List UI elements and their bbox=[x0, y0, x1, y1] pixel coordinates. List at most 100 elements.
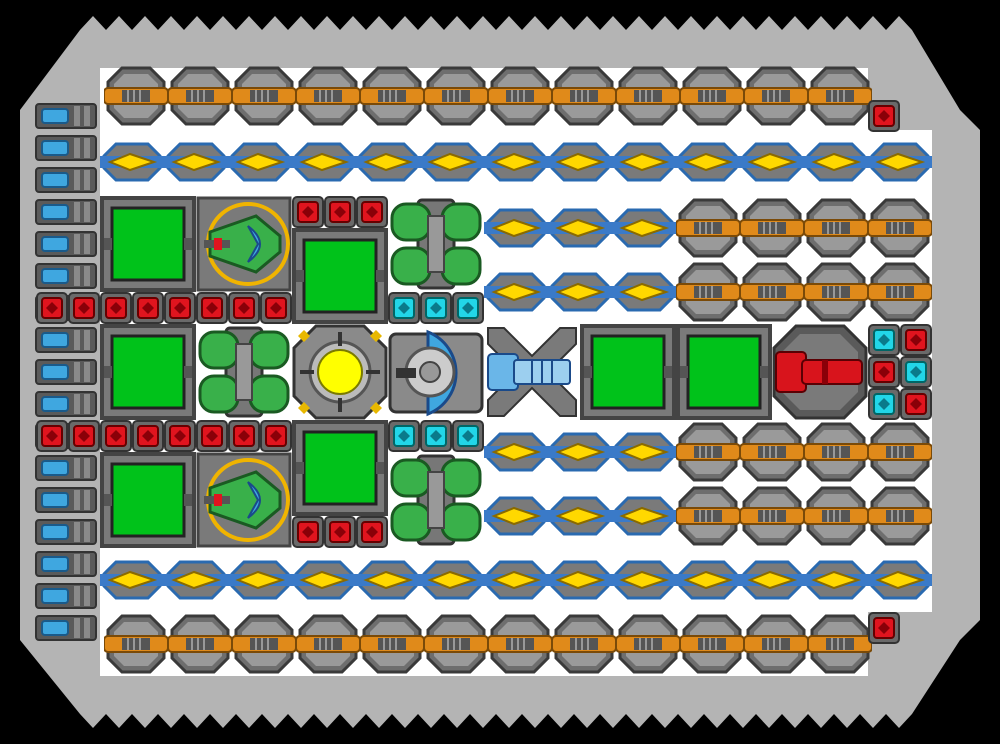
cannon-icon[interactable] bbox=[616, 612, 680, 676]
cannon-icon[interactable] bbox=[868, 196, 932, 260]
missile-icon[interactable] bbox=[548, 548, 612, 612]
missile-icon[interactable] bbox=[100, 130, 164, 194]
thruster-icon[interactable] bbox=[34, 484, 98, 516]
cargo-container-icon[interactable] bbox=[100, 324, 196, 420]
missile-icon[interactable] bbox=[164, 548, 228, 612]
missile-icon[interactable] bbox=[740, 130, 804, 194]
missile-icon[interactable] bbox=[740, 548, 804, 612]
red-power-cell-icon[interactable] bbox=[228, 420, 260, 452]
missile-icon[interactable] bbox=[804, 548, 868, 612]
red-power-cell-icon[interactable] bbox=[260, 292, 292, 324]
missile-icon[interactable] bbox=[612, 420, 676, 484]
cannon-icon[interactable] bbox=[868, 484, 932, 548]
red-power-cell-icon[interactable] bbox=[292, 196, 324, 228]
missile-icon[interactable] bbox=[676, 548, 740, 612]
missile-icon[interactable] bbox=[484, 484, 548, 548]
cannon-icon[interactable] bbox=[676, 260, 740, 324]
missile-icon[interactable] bbox=[292, 548, 356, 612]
red-power-cell-icon[interactable] bbox=[196, 420, 228, 452]
cannon-icon[interactable] bbox=[104, 612, 168, 676]
cannon-icon[interactable] bbox=[360, 612, 424, 676]
shield-generator-icon[interactable] bbox=[388, 324, 484, 420]
cannon-icon[interactable] bbox=[552, 64, 616, 128]
cyan-power-cell-icon[interactable] bbox=[452, 292, 484, 324]
missile-icon[interactable] bbox=[676, 130, 740, 194]
cannon-icon[interactable] bbox=[424, 612, 488, 676]
missile-icon[interactable] bbox=[164, 130, 228, 194]
cannon-icon[interactable] bbox=[744, 612, 808, 676]
missile-icon[interactable] bbox=[420, 548, 484, 612]
cyan-power-cell-icon[interactable] bbox=[868, 324, 900, 356]
cyan-power-cell-icon[interactable] bbox=[388, 420, 420, 452]
cannon-icon[interactable] bbox=[804, 196, 868, 260]
missile-icon[interactable] bbox=[548, 420, 612, 484]
cannon-icon[interactable] bbox=[868, 420, 932, 484]
missile-icon[interactable] bbox=[356, 130, 420, 194]
red-power-cell-icon[interactable] bbox=[100, 292, 132, 324]
ion-beam-icon[interactable] bbox=[484, 324, 580, 420]
red-power-cell-icon[interactable] bbox=[260, 420, 292, 452]
cannon-icon[interactable] bbox=[360, 64, 424, 128]
cargo-container-icon[interactable] bbox=[100, 452, 196, 548]
red-power-cell-icon[interactable] bbox=[356, 196, 388, 228]
reactor-core-icon[interactable] bbox=[292, 324, 388, 420]
cyan-power-cell-icon[interactable] bbox=[868, 388, 900, 420]
cannon-icon[interactable] bbox=[804, 420, 868, 484]
missile-icon[interactable] bbox=[356, 548, 420, 612]
red-power-cell-icon[interactable] bbox=[900, 388, 932, 420]
red-power-cell-icon[interactable] bbox=[196, 292, 228, 324]
red-power-cell-icon[interactable] bbox=[292, 516, 324, 548]
cargo-container-icon[interactable] bbox=[100, 196, 196, 292]
thruster-icon[interactable] bbox=[34, 612, 98, 644]
missile-icon[interactable] bbox=[548, 260, 612, 324]
fuel-tank-icon[interactable] bbox=[388, 452, 484, 548]
cannon-icon[interactable] bbox=[296, 612, 360, 676]
thruster-icon[interactable] bbox=[34, 228, 98, 260]
cannon-icon[interactable] bbox=[424, 64, 488, 128]
cannon-icon[interactable] bbox=[296, 64, 360, 128]
missile-icon[interactable] bbox=[612, 260, 676, 324]
thruster-icon[interactable] bbox=[34, 132, 98, 164]
missile-icon[interactable] bbox=[420, 130, 484, 194]
fuel-tank-icon[interactable] bbox=[196, 324, 292, 420]
missile-icon[interactable] bbox=[484, 260, 548, 324]
cannon-icon[interactable] bbox=[740, 420, 804, 484]
missile-icon[interactable] bbox=[484, 196, 548, 260]
thruster-icon[interactable] bbox=[34, 324, 98, 356]
missile-icon[interactable] bbox=[100, 548, 164, 612]
cannon-icon[interactable] bbox=[676, 484, 740, 548]
missile-icon[interactable] bbox=[548, 196, 612, 260]
red-power-cell-icon[interactable] bbox=[68, 292, 100, 324]
cannon-icon[interactable] bbox=[168, 64, 232, 128]
missile-icon[interactable] bbox=[228, 130, 292, 194]
cannon-icon[interactable] bbox=[744, 64, 808, 128]
red-power-cell-icon[interactable] bbox=[132, 292, 164, 324]
cannon-icon[interactable] bbox=[676, 420, 740, 484]
missile-icon[interactable] bbox=[228, 548, 292, 612]
missile-icon[interactable] bbox=[548, 484, 612, 548]
cannon-icon[interactable] bbox=[740, 196, 804, 260]
red-power-cell-icon[interactable] bbox=[324, 516, 356, 548]
missile-icon[interactable] bbox=[484, 420, 548, 484]
red-power-cell-icon[interactable] bbox=[132, 420, 164, 452]
fighter-bay-icon[interactable] bbox=[196, 452, 292, 548]
thruster-icon[interactable] bbox=[34, 356, 98, 388]
thruster-icon[interactable] bbox=[34, 452, 98, 484]
cannon-icon[interactable] bbox=[552, 612, 616, 676]
cannon-icon[interactable] bbox=[740, 260, 804, 324]
cannon-icon[interactable] bbox=[680, 64, 744, 128]
cyan-power-cell-icon[interactable] bbox=[420, 292, 452, 324]
red-power-cell-icon[interactable] bbox=[868, 356, 900, 388]
missile-icon[interactable] bbox=[804, 130, 868, 194]
cannon-icon[interactable] bbox=[232, 64, 296, 128]
cannon-icon[interactable] bbox=[804, 260, 868, 324]
cannon-icon[interactable] bbox=[804, 484, 868, 548]
cannon-icon[interactable] bbox=[808, 612, 872, 676]
missile-icon[interactable] bbox=[868, 130, 932, 194]
cyan-power-cell-icon[interactable] bbox=[420, 420, 452, 452]
red-power-cell-icon[interactable] bbox=[100, 420, 132, 452]
plasma-turret-icon[interactable] bbox=[772, 324, 868, 420]
missile-icon[interactable] bbox=[612, 484, 676, 548]
red-power-cell-icon[interactable] bbox=[228, 292, 260, 324]
